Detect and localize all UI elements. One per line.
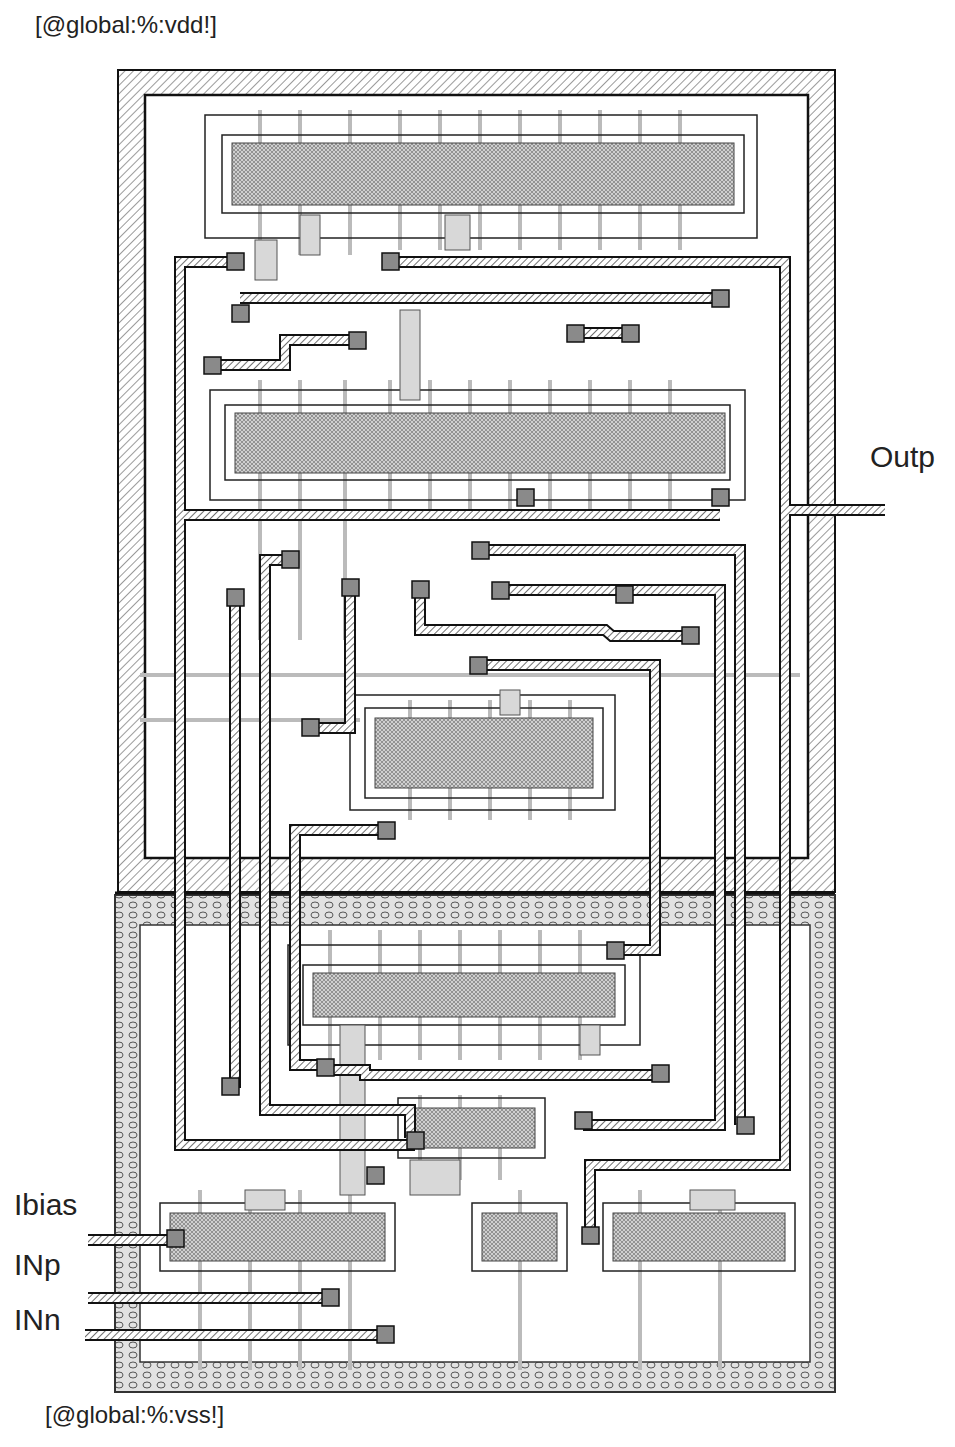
net-label: [@global:%:vss!] bbox=[45, 1402, 224, 1428]
pin-label: Ibias bbox=[14, 1188, 77, 1221]
pin-label: INp bbox=[14, 1248, 61, 1281]
pin-label: INn bbox=[14, 1303, 61, 1336]
pin-label: Outp bbox=[870, 440, 935, 473]
net-label: [@global:%:vdd!] bbox=[35, 12, 217, 38]
